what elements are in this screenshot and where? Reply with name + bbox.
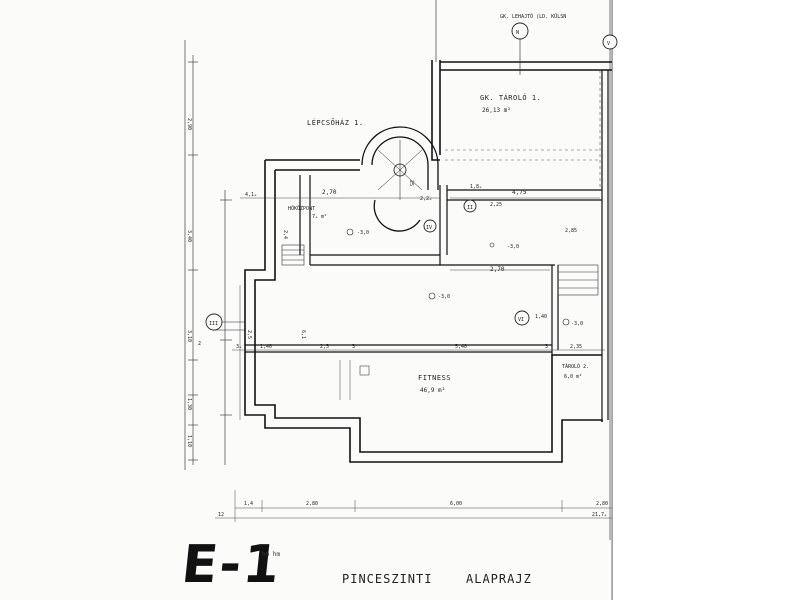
grid-markers	[205, 22, 618, 331]
exterior-walls	[244, 60, 612, 463]
grid-label-iii: III	[209, 321, 218, 327]
grid-marker-leaders	[215, 39, 521, 331]
dim-left-290: 2,90	[186, 118, 192, 130]
fitness-name: FITNESS	[418, 374, 451, 382]
fitness-area: 46,9 m²	[420, 387, 445, 394]
drawing-title-left: PINCESZINTI	[342, 572, 433, 586]
dim-v25b: 25	[408, 180, 414, 186]
drawing-title-right: ALAPRAJZ	[466, 572, 532, 586]
dim-left-310: 3,10	[186, 330, 192, 342]
storage-2-area: 6,0 m²	[564, 374, 582, 380]
small-stairs	[281, 244, 599, 296]
grid-label-v: V	[607, 41, 610, 47]
dim-left-2: 2	[198, 341, 201, 347]
grid-label-iv: IV	[426, 225, 432, 231]
header-note: GK. LEHAJTÓ (LD. KÜLSN	[500, 13, 566, 20]
interior-walls	[245, 70, 609, 420]
sheet-margin	[612, 0, 800, 600]
boiler-name: HŐKÖZPONT	[288, 205, 315, 212]
dim-235: 2,35	[570, 344, 582, 350]
dim-s3: 3	[352, 344, 355, 350]
dim-25: 2,5	[320, 344, 329, 350]
plan-dimension-lines	[215, 197, 612, 522]
dim-285: 2,85	[565, 228, 577, 234]
level-symbols	[346, 228, 570, 326]
grid-marker-n	[511, 22, 529, 40]
dim-12: 12	[218, 512, 224, 518]
grid-marker-iv	[423, 219, 437, 233]
dim-s140: 1,40	[535, 314, 547, 320]
dim-left-340: 3,40	[186, 230, 192, 242]
dim-410: 4,1ₑ	[245, 192, 257, 198]
dim-s3b: 3	[545, 344, 548, 350]
dim-270: 2,70	[322, 189, 337, 196]
grid-label-ii: II	[467, 205, 473, 211]
storage-1-name: GK. TÁROLÓ 1.	[480, 93, 541, 102]
dim-540: 5,40	[455, 344, 467, 350]
spiral-stair	[361, 126, 439, 232]
level-3: -3,0	[571, 321, 583, 327]
dim-v24: 2,4	[282, 230, 288, 239]
dim-s3c: 3ₑ	[236, 344, 242, 350]
boiler-area: 7ₑ m²	[312, 214, 327, 220]
dim-140: 1,40	[260, 344, 272, 350]
level-1: -3,0	[357, 230, 369, 236]
dim-v25: 2,5	[246, 330, 252, 339]
grid-marker-vi	[514, 310, 530, 326]
storage-2-name: TÁROLÓ 2.	[562, 363, 589, 370]
grid-marker-ii	[463, 199, 477, 213]
scale-unit: hm hm	[262, 551, 281, 558]
dim-v61: 6,1	[300, 330, 306, 339]
grid-label-n: N	[516, 30, 519, 36]
level-2: -3,0	[438, 294, 450, 300]
dim-2175: 21,7ₑ	[592, 512, 607, 518]
dim-225: 2,25	[490, 202, 502, 208]
level-4: -3,0	[507, 244, 519, 250]
grid-marker-v	[602, 34, 618, 50]
stairwell-label: LÉPCSŐHÁZ 1.	[307, 118, 364, 127]
dashed-lines	[445, 70, 601, 190]
dim-270b: 2,70	[490, 266, 505, 273]
grid-label-vi: VI	[518, 317, 524, 323]
dim-s220: 2,2ₑ	[420, 196, 432, 202]
dim-left-110: 1,10	[186, 435, 192, 447]
title-block	[0, 528, 612, 600]
dim-280: 2,80	[306, 501, 318, 507]
dim-left-130: 1,30	[186, 398, 192, 410]
dim-475: 4,75	[512, 189, 527, 196]
dim-600: 6,00	[450, 501, 462, 507]
sheet-code: E-1	[178, 535, 285, 595]
dim-280b: 2,80	[596, 501, 608, 507]
left-dimension-chain	[188, 55, 232, 465]
frame-lines	[184, 0, 613, 600]
plan-labels: GK. LEHAJTÓ (LD. KÜLSN N V II IV VI III …	[186, 13, 610, 518]
dim-14: 1,4	[244, 501, 253, 507]
dim-s180: 1,8ₑ	[470, 184, 482, 190]
storage-1-area: 26,13 m²	[482, 107, 511, 114]
